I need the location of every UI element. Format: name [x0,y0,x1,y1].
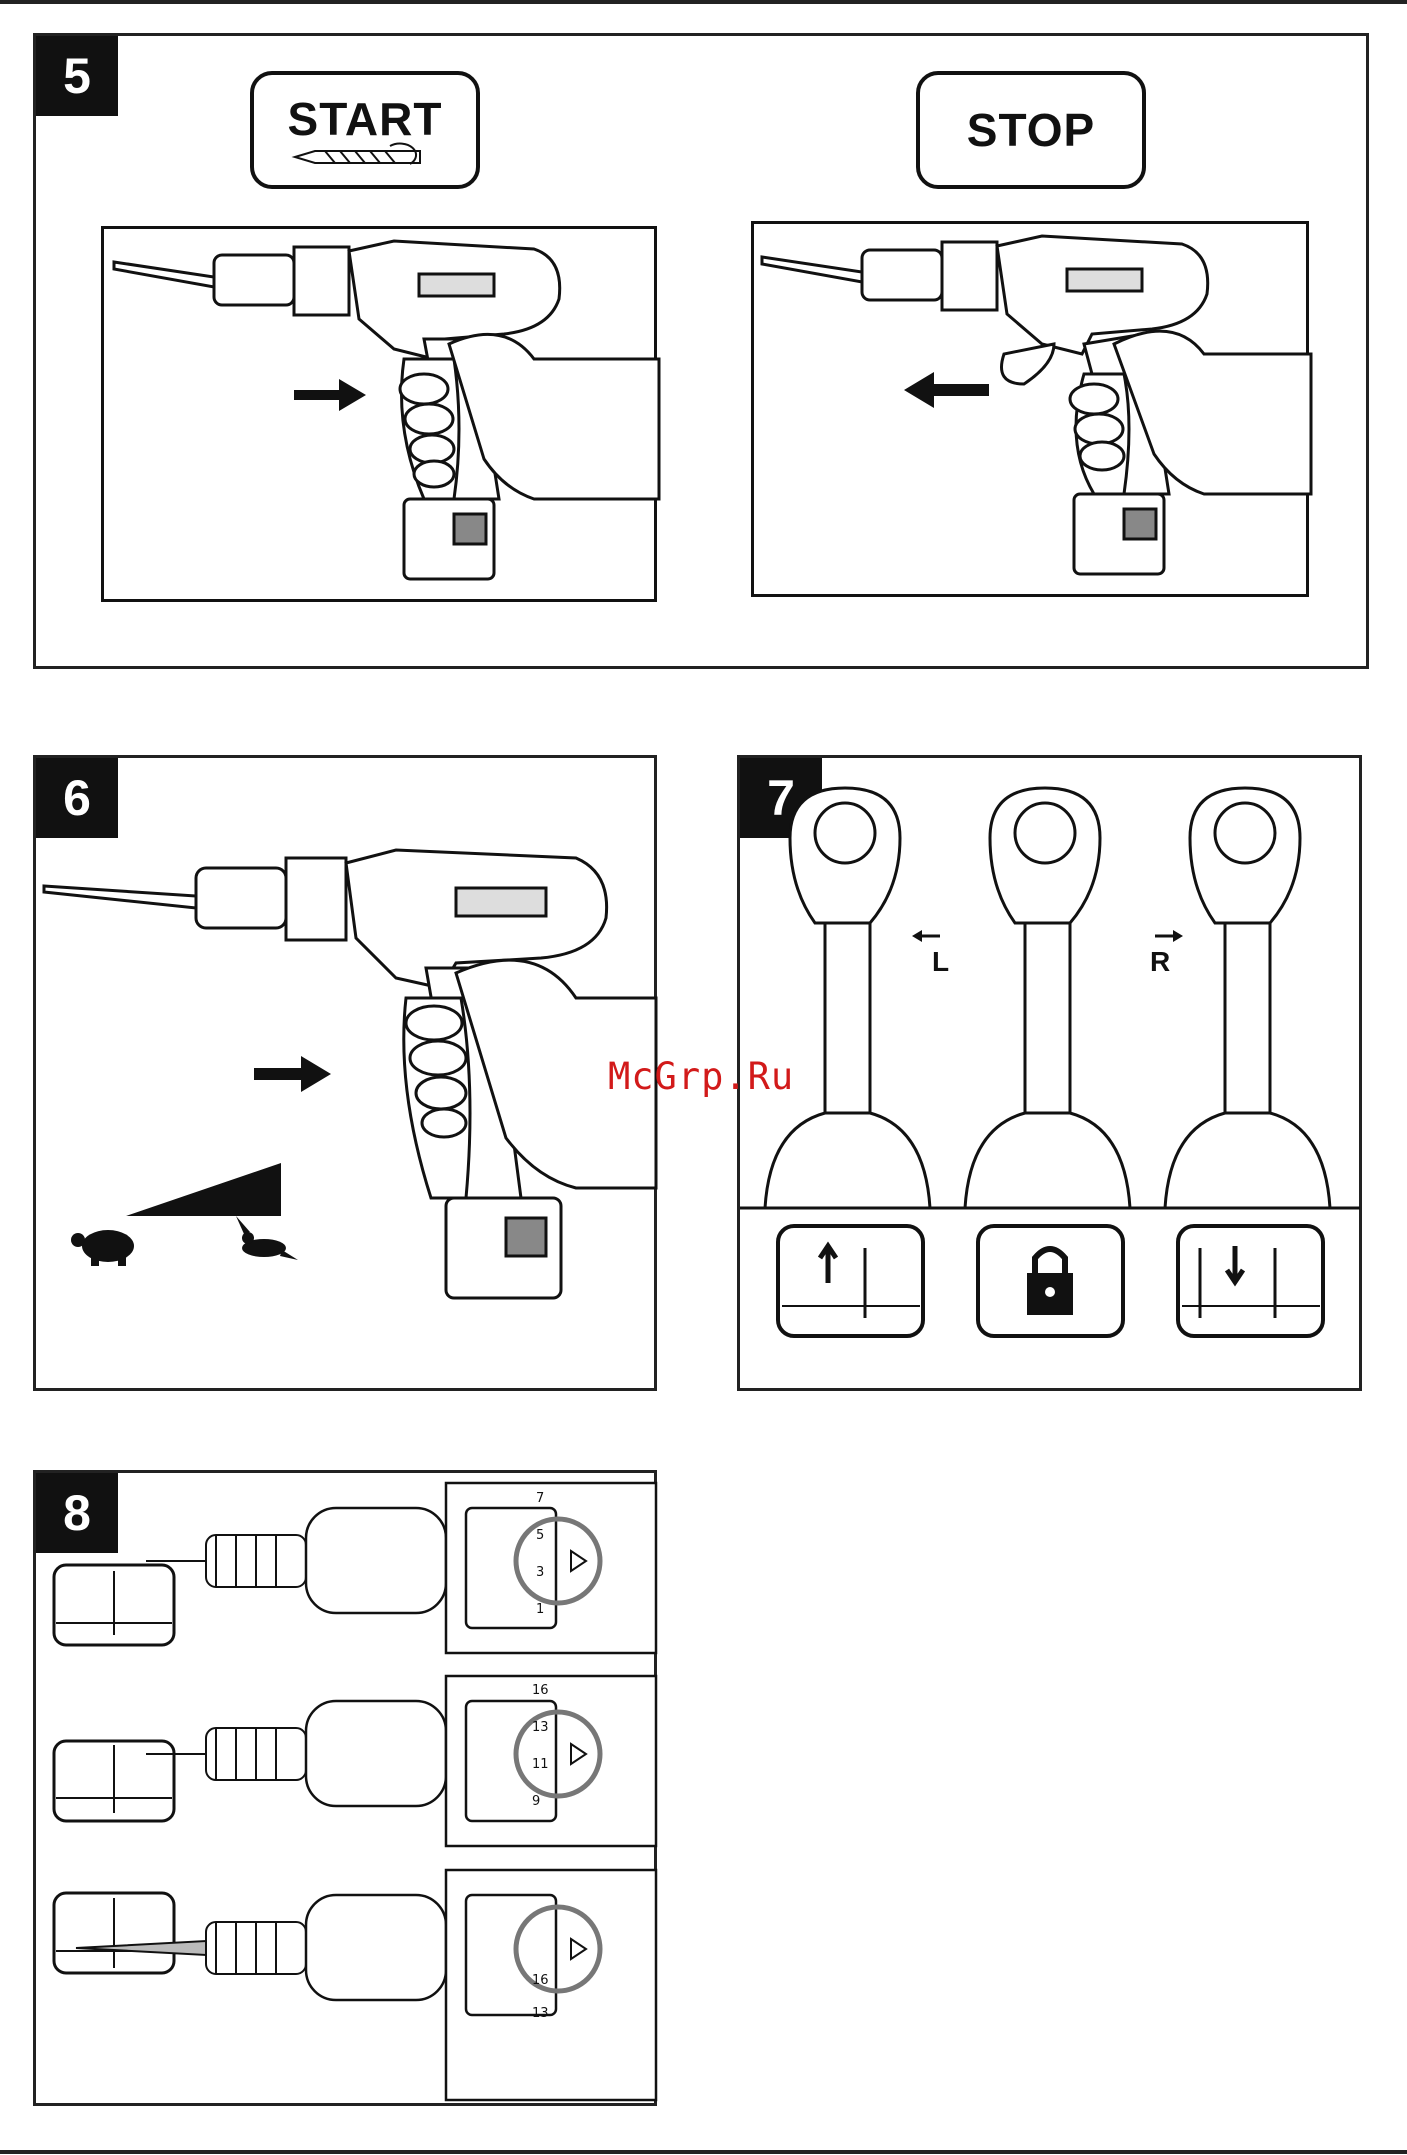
panel-7: 7 [737,755,1362,1391]
torque-setting-illustration [36,1473,656,2103]
panel-6: 6 [33,755,657,1391]
dial-labels-top: 1 3 5 7 [536,1491,544,1617]
drill-in-hand-illustration [104,229,660,605]
dial-value: 1 [536,1602,544,1617]
dial-value: 13 [532,1720,549,1735]
arrow-right-icon [254,1056,331,1092]
dial-value: 5 [536,1528,544,1543]
stop-label: STOP [967,103,1095,157]
panel-number: 5 [36,36,118,116]
stop-sign: STOP [916,71,1146,189]
drill-speed-illustration [36,758,656,1388]
rabbit-icon [236,1216,298,1260]
panel-5: 5 START STOP [33,33,1369,669]
dial-value: 16 [532,1683,549,1698]
dial-value: 16 [532,1973,549,1988]
left-label: L [932,946,949,978]
start-label: START [288,92,443,146]
top-rule [0,0,1407,4]
start-illustration [101,226,657,602]
dial-value: 11 [532,1757,549,1772]
dial-value: 13 [532,2006,549,2021]
direction-switch-illustration [740,758,1360,1388]
dial-labels-middle: 9 11 13 16 [532,1683,549,1809]
arrow-right-icon [294,379,366,411]
bottom-rule [0,2150,1407,2154]
turtle-icon [71,1230,134,1266]
speed-ramp-icon [126,1163,281,1216]
panel-8: 8 [33,1470,657,2106]
right-label: R [1150,946,1170,978]
arrow-left-icon [904,372,989,408]
dial-value: 3 [536,1565,544,1580]
dial-value: 9 [532,1794,549,1809]
stop-illustration [751,221,1309,597]
watermark: McGrp.Ru [608,1055,794,1098]
start-sign: START [250,71,480,189]
drill-bit-rotate-icon [295,146,435,168]
dial-labels-bottom: 16 13 [532,1973,549,2021]
drill-release-illustration [754,224,1312,600]
dial-value: 7 [536,1491,544,1506]
